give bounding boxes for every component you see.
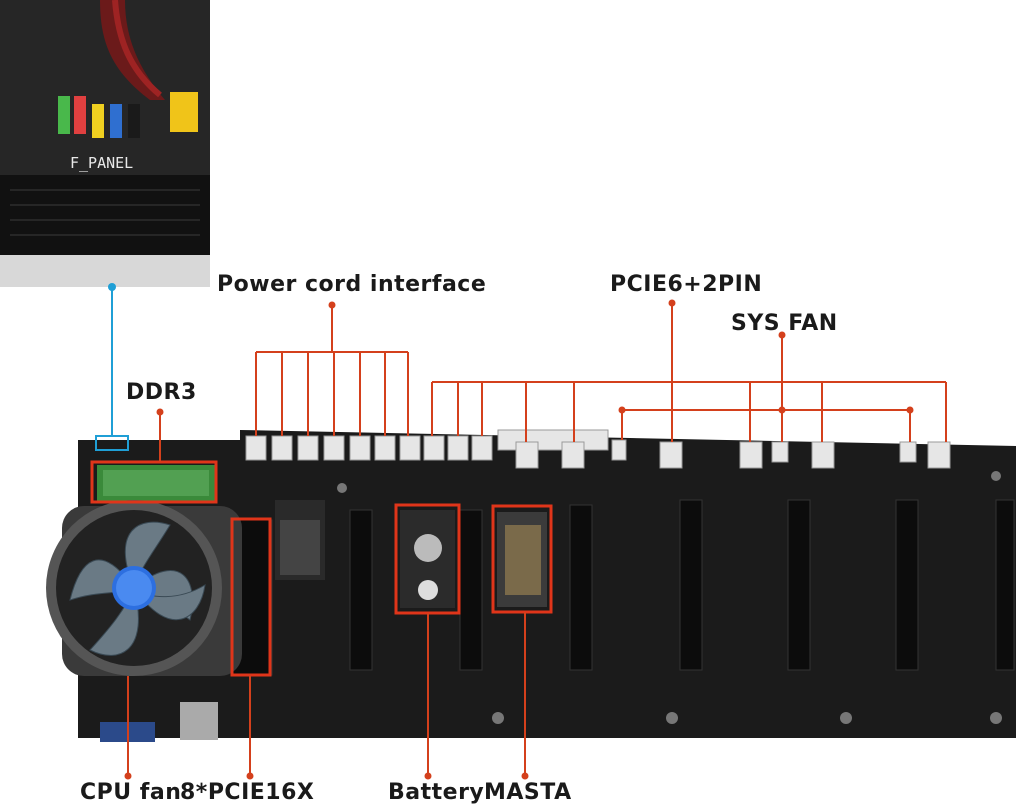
- masta-highlight-box: [491, 504, 553, 614]
- f-panel-highlight-box: [95, 435, 129, 451]
- power-cord-interface-label: Power cord interface: [217, 272, 487, 297]
- cpu-fan-graphic: [46, 500, 242, 676]
- ddr3-label: DDR3: [126, 380, 197, 405]
- motherboard-body: [78, 429, 1016, 742]
- masta-label: MASTA: [484, 780, 572, 805]
- pcie-6-2-pin-label: PCIE6+2PIN: [610, 272, 763, 297]
- f-panel-inset-photo: F_PANEL: [0, 0, 210, 287]
- callout-dots: [124, 299, 914, 780]
- cpu-fan-label: CPU fan: [80, 780, 182, 805]
- f-panel-label: F_PANEL: [70, 154, 133, 172]
- battery-label: Battery: [388, 780, 485, 805]
- ddr3-highlight-box: [90, 460, 218, 504]
- inset-connector-dot: [108, 283, 116, 291]
- sys-fan-label: SYS FAN: [731, 311, 838, 336]
- pcie-16x-slots-label: 8*PCIE16X: [180, 780, 315, 805]
- callout-lines: [127, 303, 947, 776]
